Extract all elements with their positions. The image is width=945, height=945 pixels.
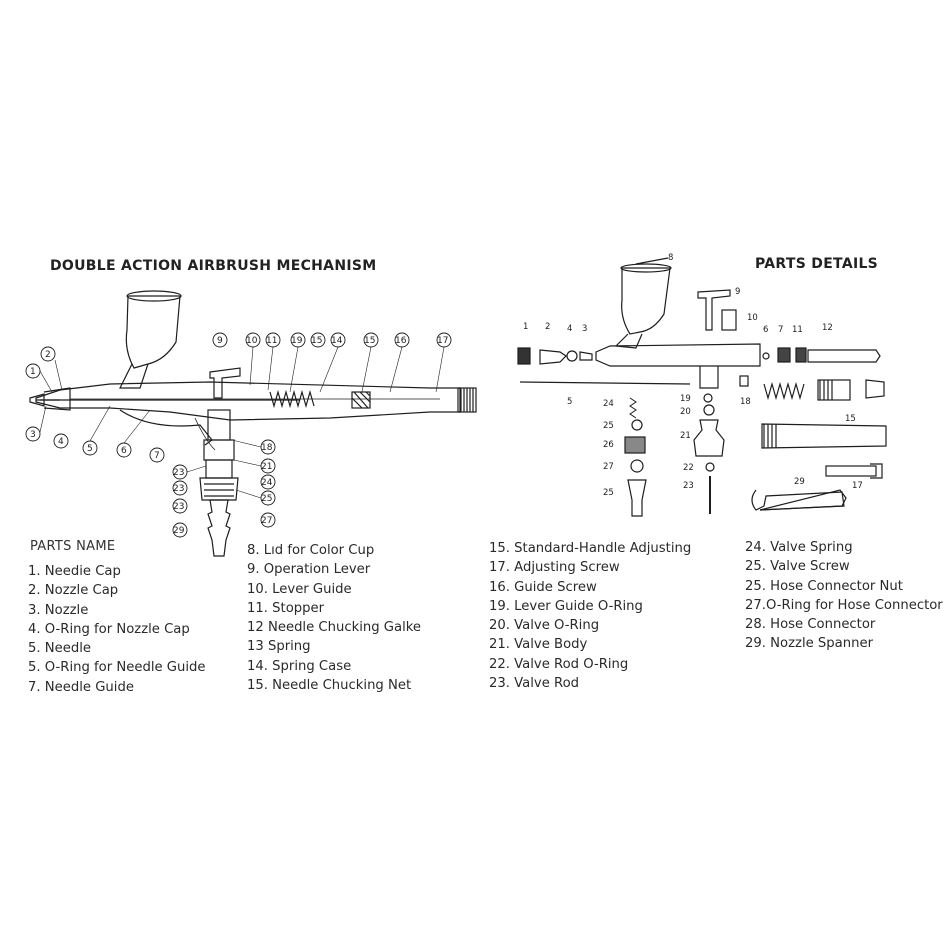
callout-left-15b: 15: [364, 336, 375, 346]
callout-left-21: 21: [261, 462, 272, 472]
part-item: 13 Spring: [247, 639, 311, 655]
part-item: 20. Valve O-Ring: [489, 618, 600, 634]
callout-left-3: 3: [30, 430, 36, 440]
callout-left-24: 24: [261, 478, 273, 488]
callout-left-1: 1: [30, 367, 36, 377]
part-item: 11. Stopper: [247, 600, 325, 616]
callout-right-21: 21: [680, 431, 691, 441]
callout-right-11: 11: [792, 325, 803, 335]
callout-right-4: 4: [567, 324, 572, 334]
part-item: 25. Hose Connector Nut: [745, 578, 903, 594]
callout-right-17: 17: [852, 481, 863, 491]
left-callouts: 1 2 3 4 5 6 7 9 10 11 19 15 14 15 16 17 …: [25, 332, 452, 538]
part-item: 5. O-Ring for Needle Guide: [28, 660, 206, 676]
part-item: 21. Valve Body: [489, 637, 588, 653]
callout-right-25a: 25: [603, 421, 614, 431]
callout-right-24: 24: [603, 399, 614, 409]
callout-right-5: 5: [567, 397, 572, 407]
callout-left-18: 18: [261, 443, 273, 453]
part-item: 25. Valve Screw: [745, 559, 850, 575]
callout-left-16: 16: [395, 336, 407, 346]
right-callouts: 1 2 4 3 5 8 9 10 6 7 11 12 18 24 19 20 2…: [523, 253, 863, 498]
part-item: 5. Needle: [28, 641, 92, 657]
callout-right-6: 6: [763, 325, 768, 335]
callout-left-27: 27: [261, 516, 272, 526]
part-item: 14. Spring Case: [247, 658, 352, 674]
callout-left-6: 6: [121, 446, 127, 456]
callout-left-29: 29: [173, 526, 185, 536]
parts-list-column-4: 24. Valve Spring 25. Valve Screw 25. Hos…: [745, 538, 943, 654]
part-item: 3. Nozzle: [28, 602, 89, 618]
part-item: 17. Adjusting Screw: [489, 560, 620, 576]
parts-list-column-1: 1. Needie Cap 2. Nozzle Cap 3. Nozzle 4.…: [28, 562, 206, 697]
callout-right-1: 1: [523, 322, 528, 332]
part-item: 10. Lever Guide: [247, 581, 352, 597]
part-item: 15. Standard-Handle Adjusting: [489, 541, 692, 556]
callout-right-8: 8: [668, 253, 673, 263]
part-item: 27.O-Ring for Hose Connector: [745, 597, 943, 613]
part-item: 16. Guide Screw: [489, 579, 597, 595]
callout-right-2: 2: [545, 322, 550, 332]
callout-right-9: 9: [735, 287, 740, 297]
callout-left-23a: 23: [173, 468, 184, 478]
callout-right-18: 18: [740, 397, 751, 407]
callout-left-2: 2: [45, 350, 51, 360]
callout-left-17: 17: [437, 336, 448, 346]
callout-left-23b: 23: [173, 484, 184, 494]
callout-right-29: 29: [794, 477, 805, 487]
mechanism-title: DOUBLE ACTION AIRBRUSH MECHANISM: [50, 258, 377, 274]
callout-right-25b: 25: [603, 488, 614, 498]
part-item: 1. Needie Cap: [28, 564, 121, 579]
callout-left-10: 10: [246, 336, 258, 346]
callout-left-19: 19: [291, 336, 303, 346]
part-item: 12 Needle Chucking Galke: [247, 620, 422, 636]
callout-right-15: 15: [845, 414, 856, 424]
callout-right-19: 19: [680, 394, 691, 404]
part-item: 7. Needle Guide: [28, 679, 134, 695]
part-item: 29. Nozzle Spanner: [745, 636, 873, 652]
part-item: 22. Valve Rod O-Ring: [489, 656, 629, 672]
callout-right-27: 27: [603, 462, 614, 472]
callout-right-12: 12: [822, 323, 833, 333]
parts-details-title: PARTS DETAILS: [755, 256, 879, 272]
part-item: 2. Nozzle Cap: [28, 583, 119, 599]
callout-right-26: 26: [603, 440, 614, 450]
callout-left-7: 7: [154, 451, 160, 461]
callout-left-9: 9: [217, 336, 223, 346]
callout-right-7: 7: [778, 325, 783, 335]
callout-left-4: 4: [58, 437, 64, 447]
parts-list-column-2: 8. Lıd for Color Cup 9. Operation Lever …: [247, 541, 421, 695]
callout-left-11: 11: [266, 336, 277, 346]
part-item: 8. Lıd for Color Cup: [247, 543, 375, 558]
part-item: 28. Hose Connector: [745, 617, 876, 633]
callout-left-23c: 23: [173, 502, 184, 512]
part-item: 9. Operation Lever: [247, 562, 371, 578]
part-item: 19. Lever Guide O-Ring: [489, 598, 643, 614]
part-item: 15. Needle Chucking Net: [247, 678, 412, 694]
callout-left-5: 5: [87, 444, 93, 454]
callout-left-15a: 15: [311, 336, 322, 346]
callout-right-22: 22: [683, 463, 694, 473]
parts-name-heading: PARTS NAME: [30, 539, 116, 554]
callout-right-10: 10: [747, 313, 758, 323]
part-item: 24. Valve Spring: [745, 540, 853, 555]
exploded-parts-drawing: 1 2 4 3 5 8 9 10 6 7 11 12 18 24 19 20 2…: [517, 253, 887, 517]
callout-right-23: 23: [683, 481, 694, 491]
parts-list-column-3: 15. Standard-Handle Adjusting 17. Adjust…: [489, 539, 691, 693]
callout-right-3: 3: [582, 324, 587, 334]
assembled-airbrush-drawing: 1 2 3 4 5 6 7 9 10 11 19 15 14 15 16 17 …: [25, 290, 477, 557]
callout-left-25: 25: [261, 494, 272, 504]
callout-right-20: 20: [680, 407, 691, 417]
callout-left-14: 14: [331, 336, 343, 346]
part-item: 23. Valve Rod: [489, 676, 580, 692]
part-item: 4. O-Ring for Nozzle Cap: [28, 621, 190, 637]
